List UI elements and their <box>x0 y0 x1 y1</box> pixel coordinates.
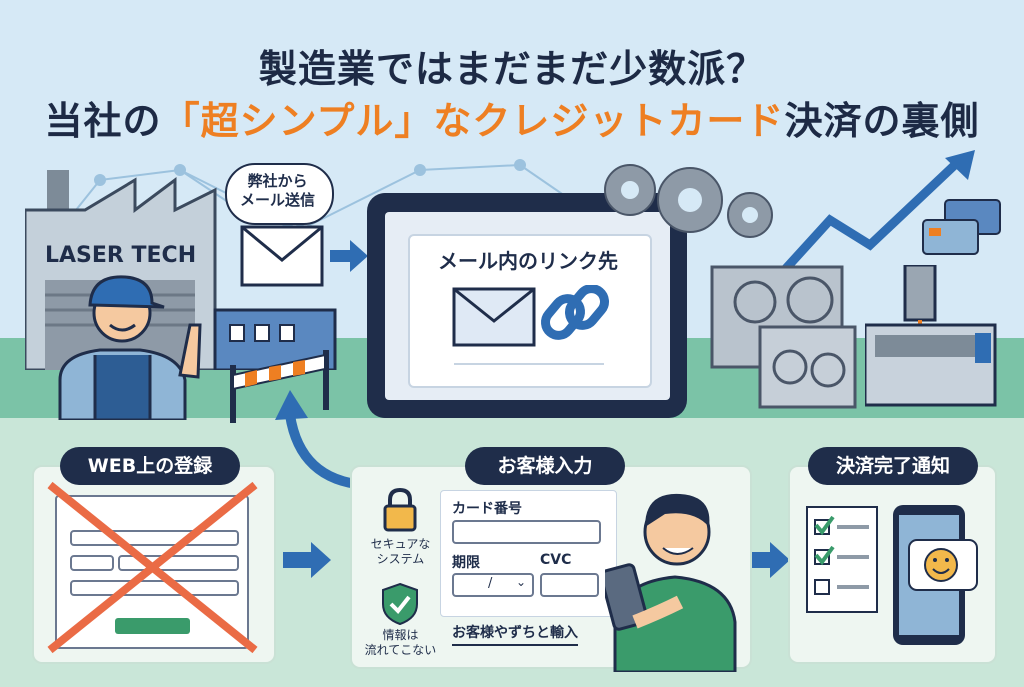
envelope-icon <box>240 225 368 287</box>
chevron-down-icon: ⌄ <box>516 575 527 589</box>
arrow-right-icon-1 <box>283 542 331 578</box>
laser-machine <box>865 265 997 407</box>
no-leak-text: 情報は 流れてこない <box>364 628 437 657</box>
title-prefix: 当社の <box>44 99 162 143</box>
worker-illustration <box>58 275 202 420</box>
customer-illustration <box>605 493 737 672</box>
bubble-text: 弊社から メール送信 <box>239 172 315 209</box>
web-field-2 <box>70 555 114 571</box>
web-field-4 <box>70 580 239 596</box>
secure-system-text: セキュアな システム <box>370 537 431 566</box>
growth-arrow-icon <box>780 150 975 279</box>
card-number-field[interactable] <box>452 520 601 544</box>
phone-notification-icon <box>893 505 978 645</box>
input-footer: お客様やずちと輸入 <box>452 622 578 646</box>
speech-bubble <box>225 163 334 225</box>
title-line-2: 当社の「超シンプル」なクレジットカード決済の裏側 <box>0 90 1024 145</box>
factory-sign: LASER TECH <box>45 243 197 268</box>
title-suffix: 決済の裏側 <box>784 99 980 143</box>
input-label: お客様入力 <box>465 447 625 485</box>
arrow-right-icon-2 <box>752 542 790 578</box>
shield-check-icon <box>382 582 418 626</box>
barrier <box>230 350 329 423</box>
tablet-heading: メール内のリンク先 <box>438 249 618 273</box>
card-number-label: カード番号 <box>452 501 522 517</box>
cvc-label: CVC <box>540 552 572 568</box>
expiry-field[interactable]: / ⌄ <box>452 573 534 597</box>
notify-label: 決済完了通知 <box>808 447 978 485</box>
web-label: WEB上の登録 <box>60 447 240 485</box>
title-line-1: 製造業ではまだまだ少数派？ <box>258 47 766 91</box>
lock-icon <box>383 487 417 532</box>
checklist-icon <box>806 506 878 613</box>
expiry-label: 期限 <box>452 555 480 571</box>
cross-out-icon <box>47 481 258 654</box>
gears-icon <box>604 164 773 238</box>
metal-parts <box>710 265 857 409</box>
web-submit-button <box>115 618 190 634</box>
mail-link-icons <box>452 285 609 365</box>
title-highlight: 「超シンプル」なクレジットカード <box>161 99 785 143</box>
credit-cards-icon <box>922 199 1001 255</box>
cvc-field[interactable] <box>540 573 599 597</box>
expiry-separator: / <box>488 576 493 591</box>
